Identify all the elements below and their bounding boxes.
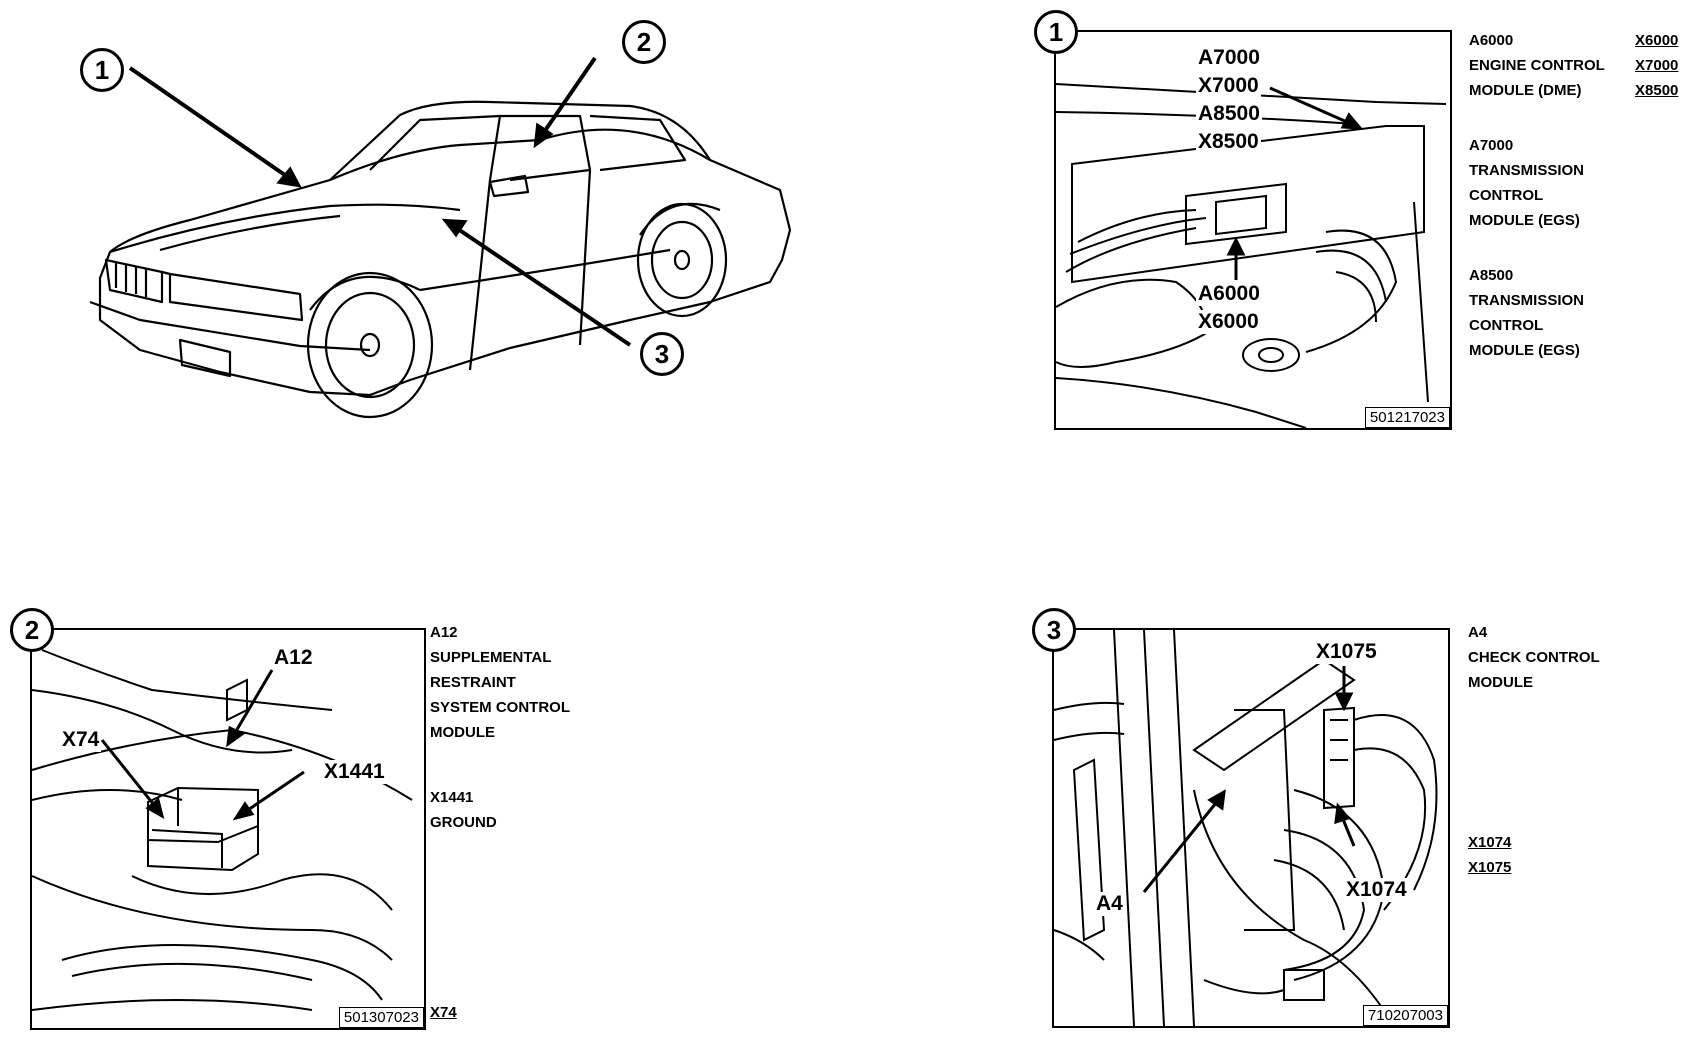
panel-1-connectors: X6000 X7000 X8500 [1635, 28, 1678, 103]
panel-check-control-module: 3 X1075 A4 X1074 710207003 [1032, 608, 1450, 1028]
connector-code: X7000 [1635, 57, 1679, 74]
connector-code: X6000 [1635, 32, 1679, 49]
panel-1-illustration [1055, 83, 1447, 429]
panel-2-legend: A12 SUPPLEMENTAL RESTRAINT SYSTEM CONTRO… [430, 620, 570, 835]
legend-line: TRANSMISSION [1469, 162, 1585, 179]
panel-engine-control-modules: 1 A7000 X7000 A8500 X8500 A6000 X6000 50… [1034, 10, 1452, 430]
label-x1075: X1075 [1314, 640, 1379, 664]
legend-code: A12 [430, 624, 458, 641]
connector-code: X74 [430, 1004, 457, 1021]
label-x6000: X6000 [1196, 310, 1261, 334]
label-x1441: X1441 [322, 760, 387, 784]
label-a4: A4 [1094, 892, 1125, 916]
legend-line: MODULE [430, 724, 495, 741]
panel-1-legend: A6000 ENGINE CONTROL MODULE (DME) A7000 … [1469, 28, 1605, 363]
callout-2[interactable]: 2 [622, 20, 666, 64]
label-x7000: X7000 [1196, 74, 1261, 98]
legend-line: RESTRAINT [430, 674, 516, 691]
figure-id: 501217023 [1364, 407, 1450, 428]
legend-code: A7000 [1469, 137, 1514, 154]
legend-code: A8500 [1469, 267, 1514, 284]
panel-2-illustration [31, 649, 413, 1011]
figure-id: 710207003 [1362, 1005, 1448, 1026]
legend-code: X1441 [430, 789, 474, 806]
legend-line: SUPPLEMENTAL [430, 649, 552, 666]
legend-line: MODULE (EGS) [1469, 212, 1580, 229]
panel-2-connectors: X74 [430, 1000, 457, 1025]
label-a7000: A7000 [1196, 46, 1262, 70]
legend-line: CONTROL [1469, 187, 1544, 204]
panel-3-legend: A4 CHECK CONTROL MODULE [1468, 620, 1600, 695]
legend-code: A6000 [1469, 32, 1514, 49]
connector-code: X1074 [1468, 834, 1512, 851]
label-x8500: X8500 [1196, 130, 1261, 154]
legend-line: MODULE [1468, 674, 1533, 691]
panel-3-connectors: X1074 X1075 [1468, 830, 1511, 880]
panel-srs-module: 2 A12 X74 X1441 501307023 [10, 608, 426, 1030]
label-a6000: A6000 [1196, 282, 1262, 306]
car-overview: 1 2 3 [70, 20, 810, 450]
car-illustration [89, 56, 792, 419]
panel-3-number: 3 [1032, 608, 1076, 652]
callout-1[interactable]: 1 [80, 48, 124, 92]
callout-3[interactable]: 3 [640, 332, 684, 376]
legend-line: SYSTEM CONTROL [430, 699, 571, 716]
panel-2-number: 2 [10, 608, 54, 652]
legend-line: TRANSMISSION [1469, 292, 1585, 309]
legend-line: ENGINE CONTROL [1469, 57, 1605, 74]
connector-code: X8500 [1635, 82, 1679, 99]
label-a8500: A8500 [1196, 102, 1262, 126]
legend-line: MODULE (DME) [1469, 82, 1582, 99]
legend-code: A4 [1468, 624, 1488, 641]
label-x74: X74 [60, 728, 102, 752]
panel-3-illustration [1053, 629, 1438, 1027]
label-x1074: X1074 [1344, 878, 1409, 902]
legend-line: CHECK CONTROL [1468, 649, 1600, 666]
label-a12: A12 [272, 646, 315, 670]
legend-line: MODULE (EGS) [1469, 342, 1580, 359]
figure-id: 501307023 [338, 1007, 424, 1028]
legend-line: GROUND [430, 814, 497, 831]
legend-line: CONTROL [1469, 317, 1544, 334]
panel-1-number: 1 [1034, 10, 1078, 54]
connector-code: X1075 [1468, 859, 1512, 876]
